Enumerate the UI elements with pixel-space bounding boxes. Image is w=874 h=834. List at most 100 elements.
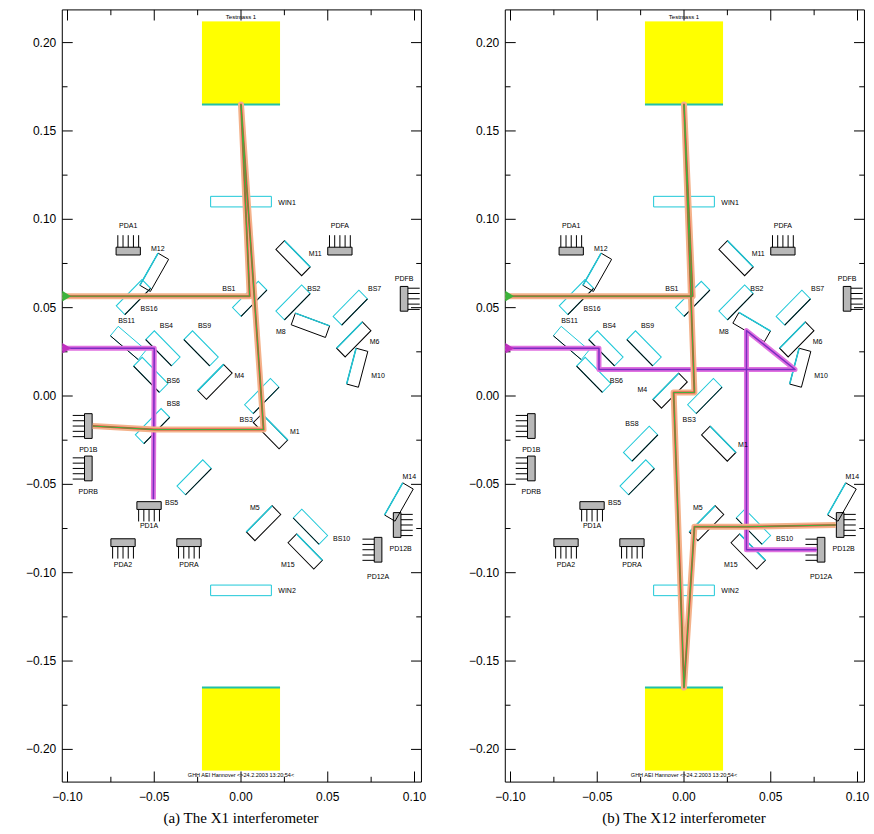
axis-tick-label: −0.10 — [52, 791, 82, 803]
x1-interferometer-panel — [62, 10, 421, 782]
axis-tick-label: 0.10 — [846, 791, 869, 803]
axis-tick-label: −0.10 — [495, 791, 525, 803]
component-label: M15 — [724, 560, 738, 567]
mirror-symbol — [198, 364, 232, 399]
component-label: PD12B — [390, 544, 412, 551]
axis-tick-label: −0.20 — [26, 743, 56, 755]
component-label: M6 — [370, 338, 380, 345]
laser-beam — [505, 104, 836, 687]
component-label: M14 — [845, 472, 859, 479]
plot-footer: GHH AEI Hannover <>24.2.2003 13:20:54< — [631, 774, 737, 780]
component-label: BS16 — [140, 304, 157, 311]
component-label: PDA1 — [562, 221, 580, 228]
component-label: M14 — [402, 472, 416, 479]
component-label: M11 — [309, 249, 322, 256]
axis-tick-label: 0.05 — [476, 302, 499, 314]
component-label: M1 — [738, 440, 748, 447]
axis-tick-label: 0.15 — [476, 125, 499, 137]
component-label: PD12A — [367, 573, 389, 580]
axis-tick-label: −0.15 — [26, 655, 56, 667]
laser-beam — [505, 331, 816, 550]
axis-tick-label: 0.00 — [229, 791, 252, 803]
component-label: M15 — [281, 560, 295, 567]
component-label: M12 — [151, 244, 165, 251]
component-label: M8 — [276, 327, 286, 334]
component-label: BS2 — [307, 285, 320, 292]
component-label: BS8 — [167, 400, 180, 407]
component-label: BS6 — [167, 377, 180, 384]
axis-tick-label: −0.05 — [26, 478, 56, 490]
component-label: BS9 — [198, 322, 211, 329]
component-label: M8 — [719, 327, 729, 334]
mirror-symbol — [702, 426, 736, 461]
component-label: BS5 — [165, 499, 178, 506]
laser-beam-core — [62, 104, 263, 429]
beam-start-marker — [62, 291, 71, 302]
component-label: M4 — [234, 371, 244, 378]
component-label: WIN2 — [721, 587, 739, 594]
component-label: BS2 — [750, 285, 763, 292]
axis-tick-label: 0.05 — [316, 791, 339, 803]
component-label: PDA2 — [114, 560, 132, 567]
component-label: BS11 — [561, 317, 578, 324]
component-label: PD12A — [810, 573, 832, 580]
component-label: PD1B — [522, 446, 540, 453]
x12-interferometer-panel — [505, 10, 864, 782]
component-label: WIN2 — [278, 587, 296, 594]
component-label: PDFB — [395, 274, 414, 281]
component-label: PD1A — [140, 521, 158, 528]
laser-beam-core — [62, 104, 263, 429]
component-label: PDRB — [522, 488, 541, 495]
component-label: BS1 — [665, 285, 678, 292]
laser-beam-core — [505, 104, 836, 687]
component-label: BS4 — [160, 322, 173, 329]
component-label: BS6 — [610, 377, 623, 384]
subfigure-caption: (b) The X12 interferometer — [602, 811, 765, 826]
axis-tick-label: 0.10 — [403, 791, 426, 803]
component-label: M5 — [693, 504, 703, 511]
subfigure-caption: (a) The X1 interferometer — [163, 811, 318, 826]
axis-tick-label: 0.05 — [33, 302, 56, 314]
axis-tick-label: 0.10 — [33, 213, 56, 225]
axis-tick-label: −0.10 — [469, 567, 499, 579]
axis-tick-label: 0.00 — [476, 390, 499, 402]
component-label: WIN1 — [278, 198, 296, 205]
axis-tick-label: −0.15 — [469, 655, 499, 667]
component-label: PDFA — [331, 221, 349, 228]
component-label: M1 — [290, 428, 300, 435]
axis-tick-label: −0.10 — [26, 567, 56, 579]
component-label: BS7 — [811, 285, 824, 292]
plot-footer: GHH AEI Hannover <>24.2.2003 13:20:54< — [188, 774, 294, 780]
component-label: M6 — [813, 338, 823, 345]
component-label: PDRA — [622, 560, 641, 567]
component-label: PD12B — [833, 544, 855, 551]
axis-tick-label: 0.00 — [33, 390, 56, 402]
component-label: M10 — [814, 371, 828, 378]
component-label: PDRB — [79, 488, 98, 495]
bench-layout — [505, 10, 864, 782]
axis-tick-label: 0.15 — [33, 125, 56, 137]
axis-tick-label: 0.05 — [759, 791, 782, 803]
laser-beam — [62, 348, 154, 499]
component-label: BS16 — [583, 304, 600, 311]
component-label: BS7 — [368, 285, 381, 292]
component-label: PDFB — [838, 274, 857, 281]
component-label: PDA2 — [557, 560, 575, 567]
component-label: PDRA — [179, 560, 198, 567]
component-label: BS11 — [118, 317, 135, 324]
axis-tick-label: −0.20 — [469, 743, 499, 755]
beam-start-marker — [62, 343, 71, 354]
axis-tick-label: 0.00 — [672, 791, 695, 803]
beam-start-marker — [505, 343, 514, 354]
axis-tick-label: −0.05 — [139, 791, 169, 803]
testmass-label: Testmass 1 — [669, 14, 699, 20]
testmass-label: Testmass 1 — [226, 14, 256, 20]
axis-tick-label: −0.05 — [582, 791, 612, 803]
laser-beam-core — [505, 331, 816, 550]
component-label: M10 — [371, 371, 385, 378]
component-label: BS8 — [625, 419, 638, 426]
component-label: BS4 — [603, 322, 616, 329]
laser-beam-core — [62, 348, 154, 499]
